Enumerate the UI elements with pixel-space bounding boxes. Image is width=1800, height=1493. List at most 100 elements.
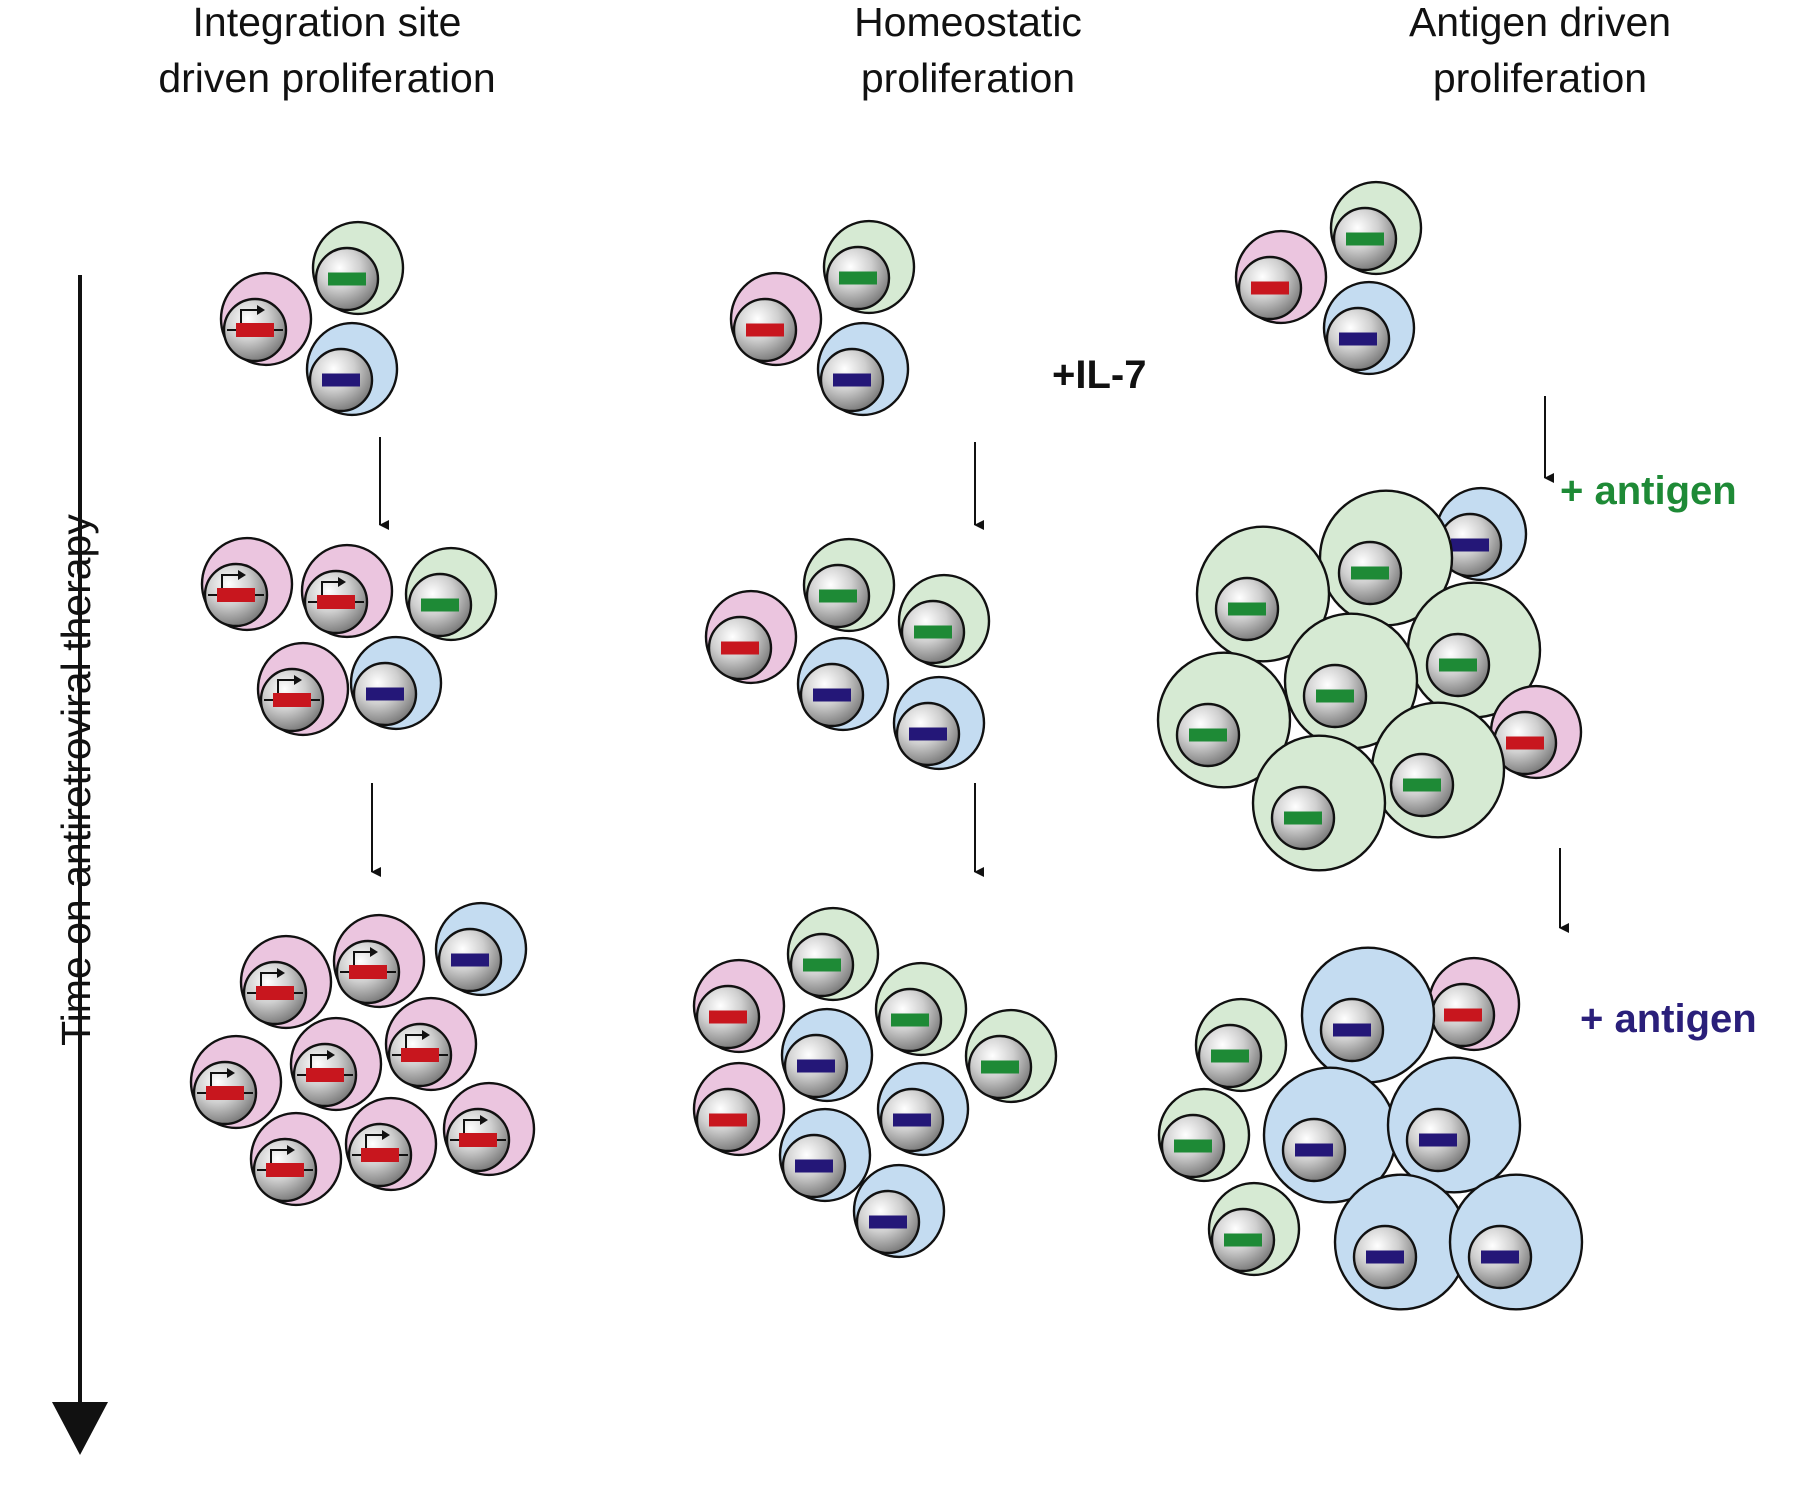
cell-red-provirus — [384, 996, 478, 1092]
provirus-promoter-icon — [463, 1115, 488, 1133]
antigen-blue-annotation: + antigen — [1580, 997, 1757, 1041]
provirus-marker — [349, 965, 387, 979]
title-line: proliferation — [860, 55, 1076, 101]
cell-green-expanded — [1283, 612, 1419, 750]
cell-blue — [876, 1061, 970, 1157]
cell-green — [311, 220, 405, 316]
cell-blue — [1322, 280, 1416, 376]
cell-green — [786, 906, 880, 1002]
cell-blue — [780, 1007, 874, 1103]
provirus-marker — [206, 1086, 244, 1100]
cell-blue — [852, 1163, 946, 1259]
cell-blue — [816, 321, 910, 417]
clone-marker — [813, 688, 851, 702]
clone-marker — [981, 1060, 1019, 1074]
cell-blue — [1434, 486, 1528, 582]
clone-marker — [1211, 1049, 1249, 1063]
cell-blue-expanded — [1262, 1066, 1398, 1204]
clone-marker — [1228, 602, 1266, 616]
cell-red-provirus — [239, 934, 333, 1030]
cell-green — [802, 537, 896, 633]
cell-blue-expanded — [1386, 1056, 1522, 1194]
cell-blue — [892, 675, 986, 771]
antigen-green-annotation: + antigen — [1560, 469, 1737, 513]
cell-green — [404, 546, 498, 642]
cell-red-provirus — [344, 1096, 438, 1192]
provirus-marker — [401, 1048, 439, 1062]
title-line: driven proliferation — [158, 55, 496, 101]
provirus-marker — [256, 986, 294, 1000]
clone-marker — [1295, 1143, 1333, 1157]
provirus-marker — [459, 1133, 497, 1147]
arrows-layer — [52, 275, 1569, 1455]
title-line: Integration site — [192, 0, 462, 45]
clone-marker — [366, 687, 404, 701]
title-line: proliferation — [1432, 55, 1648, 101]
clone-marker — [1339, 332, 1377, 346]
provirus-promoter-icon — [240, 305, 265, 323]
clone-marker — [328, 272, 366, 286]
cell-red — [1234, 229, 1328, 325]
cell-red-provirus — [249, 1111, 343, 1207]
cell-green — [822, 219, 916, 315]
cell-blue — [778, 1107, 872, 1203]
clone-marker — [819, 589, 857, 603]
cell-red-provirus — [200, 536, 294, 632]
provirus-promoter-icon — [270, 1145, 295, 1163]
clone-marker — [451, 953, 489, 967]
cell-blue-expanded — [1448, 1173, 1584, 1311]
provirus-marker — [273, 693, 311, 707]
clone-marker — [721, 641, 759, 655]
title-line: Antigen driven — [1408, 0, 1672, 45]
cell-red-provirus — [256, 641, 350, 737]
cell-blue-expanded — [1300, 946, 1436, 1084]
cell-blue — [349, 635, 443, 731]
cell-green — [1194, 997, 1288, 1093]
provirus-promoter-icon — [210, 1068, 235, 1086]
provirus-marker — [236, 323, 274, 337]
cell-green-expanded — [1318, 489, 1454, 627]
cell-blue-expanded — [1333, 1173, 1469, 1311]
column-title-antigen: Antigen driven proliferation — [1260, 0, 1800, 106]
provirus-promoter-icon — [405, 1030, 430, 1048]
cell-red-provirus — [289, 1016, 383, 1112]
cell-green-expanded — [1370, 701, 1506, 839]
cell-red-provirus — [442, 1081, 536, 1177]
cell-green — [1329, 180, 1423, 276]
provirus-promoter-icon — [260, 968, 285, 986]
clone-marker — [869, 1215, 907, 1229]
cell-green — [1207, 1181, 1301, 1277]
clone-marker — [1284, 811, 1322, 825]
clone-marker — [1251, 281, 1289, 295]
clone-marker — [1444, 1008, 1482, 1022]
time-arrow-icon — [52, 1402, 108, 1455]
clone-marker — [1333, 1023, 1371, 1037]
column-title-integration: Integration site driven proliferation — [47, 0, 607, 106]
provirus-promoter-icon — [310, 1050, 335, 1068]
cell-green — [1157, 1087, 1251, 1183]
clone-marker — [709, 1010, 747, 1024]
cell-red-provirus — [189, 1034, 283, 1130]
clone-marker — [803, 958, 841, 972]
cell-blue — [305, 321, 399, 417]
cell-blue — [796, 636, 890, 732]
clone-marker — [322, 373, 360, 387]
clone-marker — [1439, 658, 1477, 672]
clone-marker — [891, 1013, 929, 1027]
clone-marker — [1451, 538, 1489, 552]
cell-red — [692, 1061, 786, 1157]
clone-marker — [797, 1059, 835, 1073]
cell-green — [874, 961, 968, 1057]
cell-red-provirus — [332, 913, 426, 1009]
clone-marker — [1351, 566, 1389, 580]
provirus-marker — [306, 1068, 344, 1082]
provirus-marker — [266, 1163, 304, 1177]
clone-marker — [914, 625, 952, 639]
clone-marker — [1481, 1250, 1519, 1264]
clone-marker — [1189, 728, 1227, 742]
cell-green-expanded — [1195, 525, 1331, 663]
cell-red — [704, 589, 798, 685]
clone-marker — [1419, 1133, 1457, 1147]
cell-red — [1427, 956, 1521, 1052]
